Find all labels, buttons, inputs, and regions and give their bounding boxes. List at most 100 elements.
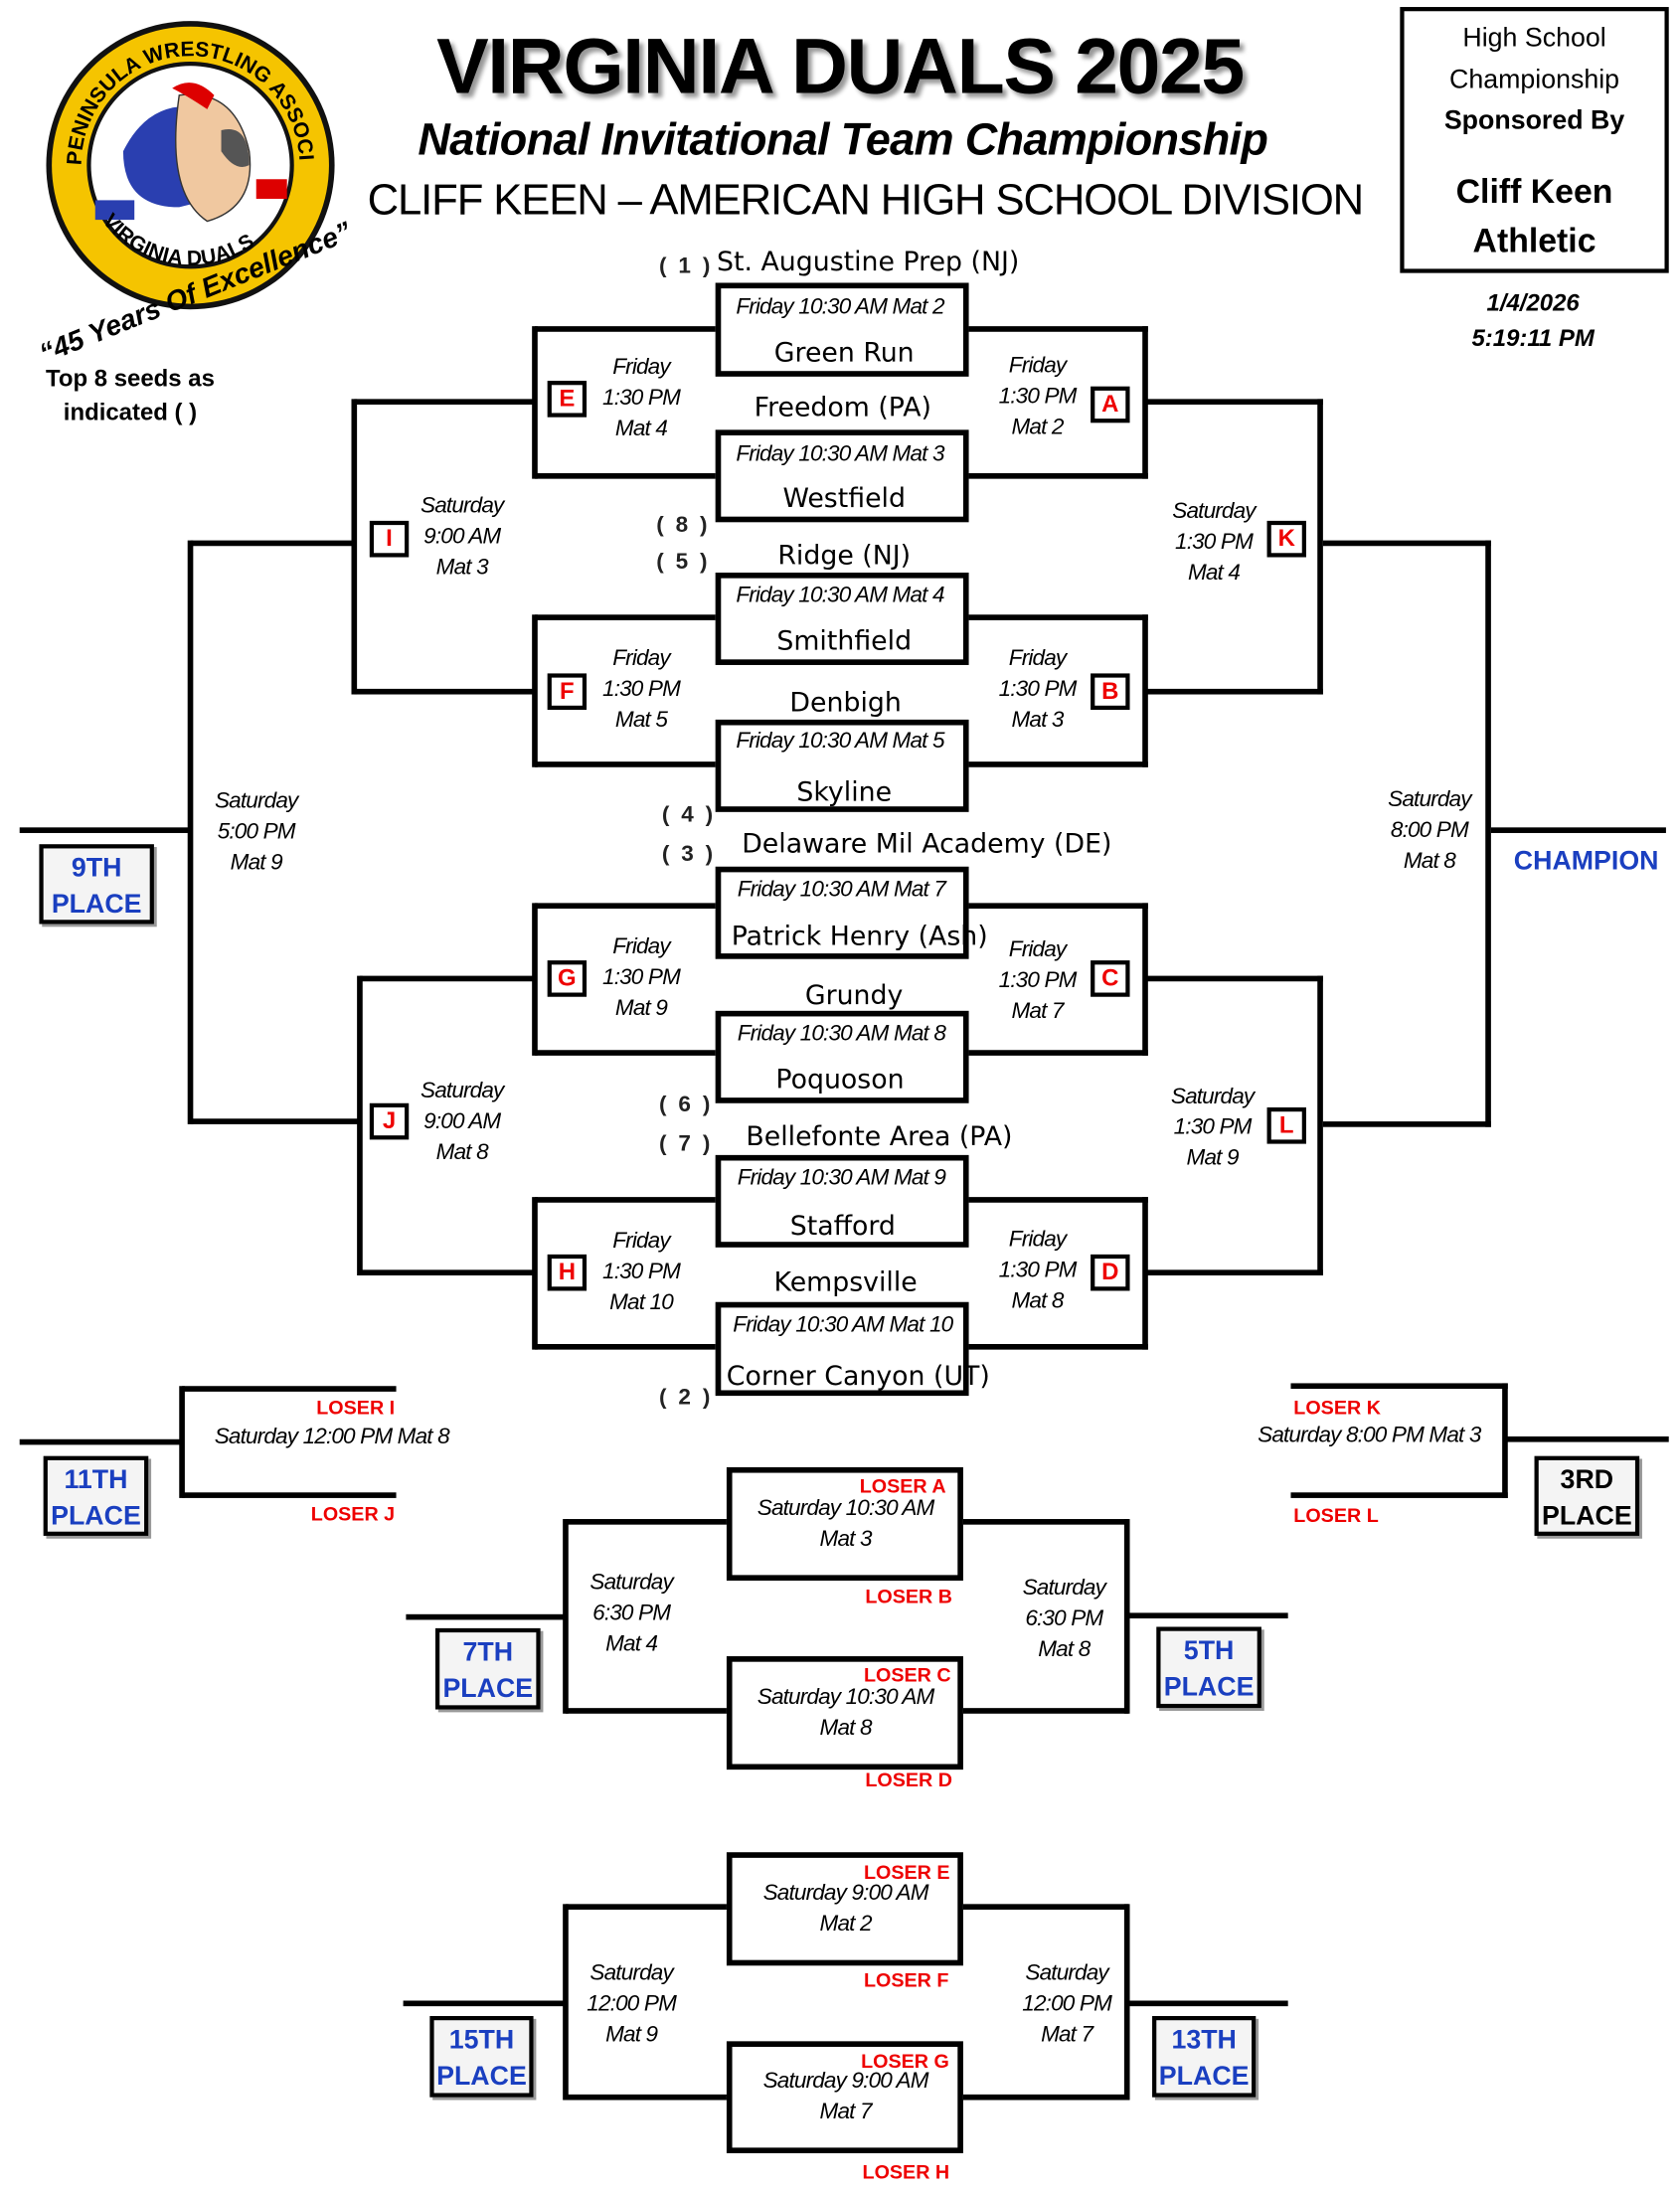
seed-label: ( 8 ) [656,513,711,538]
bracket-line [565,1519,729,1525]
schedule-line: Mat 4 [614,417,668,441]
loser-label: LOSER E [863,1860,950,1884]
schedule-line: Saturday [1022,1576,1106,1601]
team-name: Smithfield [776,625,913,657]
fifteenth-place-label: 15TH PLACE [429,2015,534,2098]
bracket-line [965,903,1148,910]
page-subtitle: National Invitational Team Championship [418,113,1268,165]
schedule-line: Mat 8 [819,1716,873,1741]
bracket-line [1504,1435,1669,1442]
division-title: CLIFF KEEN – AMERICAN HIGH SCHOOL DIVISI… [367,175,1365,225]
champion-label: CHAMPION [1513,847,1659,877]
place-text: 7TH PLACE [442,1637,534,1704]
loser-label: LOSER K [1293,1396,1381,1419]
schedule-line: Saturday [589,1571,673,1596]
bout-letter-d: D [1091,1254,1130,1291]
bracket-line [182,1492,397,1498]
eleventh-place-label: 11TH PLACE [43,1455,149,1536]
match-box [715,1301,969,1397]
loser-label: LOSER G [861,2049,949,2073]
loser-label: LOSER C [863,1663,951,1686]
bout-letter-k: K [1266,520,1306,558]
sponsor-name: Athletic [1472,222,1596,260]
schedule-line: Mat 3 [435,556,489,581]
bracket-line [182,1386,397,1392]
bracket-line [354,688,535,695]
bout-letter-j: J [369,1102,410,1140]
schedule-line: 12:00 PM [1022,1992,1112,2016]
bracket-line [190,1118,360,1124]
schedule-line: Saturday [215,789,298,814]
seed-label: ( 6 ) [659,1093,714,1117]
schedule-line: 6:30 PM [1025,1606,1103,1631]
timestamp-time: 5:19:11 PM [1471,324,1595,352]
bracket-line [1145,1269,1323,1275]
loser-label: LOSER F [863,1968,949,1991]
schedule-line: 1:30 PM [602,677,681,702]
bout-letter-h: H [547,1254,588,1291]
place-text: 13TH PLACE [1158,2025,1250,2093]
bracket-line [1290,1383,1508,1390]
place-text: 5TH PLACE [1163,1636,1255,1703]
place-text: 15TH PLACE [436,2025,527,2093]
schedule-line: Friday [612,355,670,380]
schedule-line: Mat 9 [614,996,668,1021]
team-name: Denbigh [789,687,902,719]
sponsor-line: Sponsored By [1443,106,1625,136]
schedule-line: Mat 3 [1011,708,1064,733]
bracket-line [359,1269,535,1275]
schedule-line: Friday [612,646,670,671]
bracket-line [565,1708,729,1714]
match-box [726,1852,963,1966]
schedule-line: Saturday 10:30 AM [756,1685,935,1710]
match-box [715,429,969,523]
bout-schedule-f: Friday 1:30 PM Mat 5 [602,644,681,737]
loser-label: LOSER J [310,1502,396,1525]
schedule-line: Mat 9 [230,851,283,876]
seed-label: ( 2 ) [659,1386,714,1411]
schedule-line: 1:30 PM [998,385,1078,410]
bracket-line [1290,1492,1508,1498]
match-box [715,1010,969,1103]
bracket-line [354,399,535,406]
match-box [726,1466,963,1582]
bracket-line [960,1708,1129,1714]
loser-label: LOSER D [865,1768,952,1791]
seed-label: ( 1 ) [659,254,714,279]
loser-label: LOSER L [1293,1503,1379,1527]
team-name: Freedom (PA) [754,392,931,423]
bracket-line [190,540,355,547]
bout-letter-b: B [1091,673,1130,711]
schedule-line: 6:30 PM [592,1602,671,1626]
schedule-line: Saturday [589,1961,673,1986]
bracket-line [532,1197,538,1350]
schedule-line: Friday [1008,1228,1067,1253]
team-name: Stafford [789,1211,896,1243]
schedule-line: Mat 5 [614,708,668,733]
seed-label: ( 3 ) [661,842,716,867]
schedule-line: Mat 8 [435,1140,489,1165]
sponsor-line: Championship [1448,66,1620,95]
bracket-line [1485,540,1491,1127]
bracket-line [19,1438,183,1445]
match-box [715,1154,969,1248]
schedule-line: 1:30 PM [602,1260,681,1284]
match-box [715,282,969,377]
bracket-line [406,1613,566,1620]
bracket-line [1317,975,1323,1275]
bracket-line [965,326,1148,332]
